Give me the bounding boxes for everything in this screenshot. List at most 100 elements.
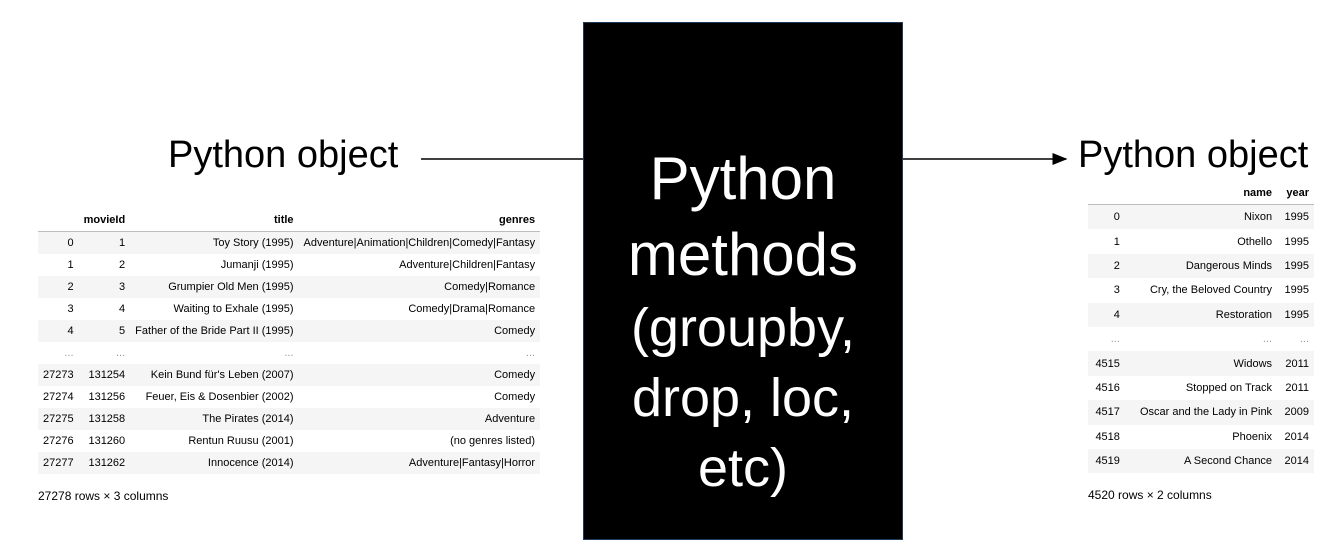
row-index: 3 [67, 303, 74, 315]
cell: Restoration [1215, 308, 1273, 321]
column-header-movieid: movieId [78, 209, 131, 232]
cell: Innocence (2014) [207, 457, 294, 469]
cell: (no genres listed) [450, 435, 536, 447]
row-index: 4 [67, 325, 74, 337]
row-index: 27275 [43, 413, 74, 425]
cell: 4 [119, 303, 126, 315]
table-header-row: movieId title genres [38, 209, 541, 232]
cell: Adventure|Children|Fantasy [399, 259, 536, 271]
row-index: 1 [1113, 235, 1120, 248]
cell: ... [1262, 333, 1273, 346]
cell: 2014 [1284, 455, 1309, 468]
cell: Stopped on Track [1185, 381, 1273, 394]
cell: Grumpier Old Men (1995) [168, 281, 294, 293]
cell: Comedy [494, 391, 536, 403]
right-python-object-label: Python object [1078, 134, 1309, 176]
left-python-object-label: Python object [168, 134, 399, 176]
cell: ... [525, 347, 536, 359]
column-header-genres: genres [298, 209, 541, 232]
table-row: 4516 Stopped on Track 2011 [1088, 376, 1314, 400]
cell: Oscar and the Lady in Pink [1139, 406, 1273, 419]
cell: 2009 [1284, 406, 1309, 419]
cell: Cry, the Beloved Country [1149, 284, 1273, 297]
index-header [1088, 181, 1125, 205]
cell: Waiting to Exhale (1995) [173, 303, 294, 315]
center-line-3: (groupby, [630, 298, 856, 358]
row-index: ... [64, 347, 74, 359]
column-header-year: year [1277, 181, 1314, 205]
table-row: 0 Nixon 1995 [1088, 204, 1314, 230]
row-index: 27274 [43, 391, 74, 403]
table-row: 27274 131256 Feuer, Eis & Dosenbier (2002)… [38, 386, 540, 408]
cell: 1 [119, 237, 126, 249]
cell: Nixon [1243, 211, 1273, 224]
cell: 3 [119, 281, 126, 293]
cell: Comedy [494, 369, 536, 381]
cell: Rentun Ruusu (2001) [188, 435, 294, 447]
row-index: 27273 [43, 369, 74, 381]
table-row: 1 2 Jumanji (1995) Adventure|Children|Fanta… [38, 254, 540, 276]
table-row: 2 Dangerous Minds 1995 [1088, 253, 1314, 279]
row-index: 4515 [1095, 357, 1120, 370]
left-dataframe-table: movieId title genres 0 1 Toy Story (1995) A… [38, 209, 541, 474]
cell: Dangerous Minds [1185, 259, 1273, 272]
row-index: 0 [1113, 211, 1120, 224]
table-row: 4 5 Father of the Bride Part II (1995) Come… [38, 320, 541, 342]
cell: Adventure [484, 413, 536, 425]
center-line-5: etc) [697, 438, 789, 498]
cell: Othello [1237, 235, 1273, 248]
table-row-ellipsis: ............ [38, 342, 541, 364]
cell: Feuer, Eis & Dosenbier (2002) [145, 391, 294, 403]
row-index: 4 [1113, 308, 1120, 321]
cell: Father of the Bride Part II (1995) [135, 325, 294, 337]
cell: 131254 [88, 369, 126, 381]
python-methods-box: Python methods (groupby, drop, loc, etc) [583, 22, 903, 540]
cell: Adventure|Fantasy|Horror [408, 457, 536, 469]
cell: 2014 [1284, 430, 1309, 443]
cell: Comedy [494, 325, 536, 337]
row-index: 2 [1113, 259, 1120, 272]
row-index: 4517 [1095, 406, 1120, 419]
cell: 1995 [1284, 259, 1309, 272]
table-row-ellipsis: ......... [1088, 326, 1314, 352]
table-row: 2 3 Grumpier Old Men (1995) Comedy|Romance [38, 276, 541, 298]
cell: 1995 [1284, 284, 1309, 297]
table-row: 4517 Oscar and the Lady in Pink 2009 [1088, 400, 1314, 425]
row-index: 4516 [1095, 381, 1120, 394]
center-line-2: methods [627, 221, 859, 288]
cell: 2 [119, 259, 126, 271]
cell: Jumanji (1995) [220, 259, 294, 271]
center-line-4: drop, loc, [631, 368, 855, 428]
row-index: 0 [67, 237, 74, 249]
table-row: 27276 131260 Rentun Ruusu (2001) (no genres… [38, 430, 540, 452]
row-index: 1 [67, 259, 74, 271]
cell: 5 [119, 325, 126, 337]
cell: 131256 [88, 391, 126, 403]
row-index: 2 [67, 281, 74, 293]
row-index: ... [1110, 333, 1120, 346]
row-index: 27276 [43, 435, 74, 447]
cell: Phoenix [1232, 430, 1273, 443]
left-table-summary: 27278 rows × 3 columns [38, 489, 169, 503]
cell: ... [1299, 333, 1309, 346]
table-header-row: name year [1088, 181, 1314, 205]
cell: 131260 [88, 435, 126, 447]
right-dataframe-table: name year 0 Nixon 1995 1 Othello 1995 2 Dange… [1088, 181, 1314, 474]
cell: 1995 [1284, 211, 1309, 224]
cell: Toy Story (1995) [212, 237, 294, 249]
cell: 2011 [1285, 381, 1309, 394]
cell: Comedy|Romance [444, 281, 536, 293]
column-header-name: name [1124, 181, 1278, 205]
cell: The Pirates (2014) [202, 413, 294, 425]
cell: 131262 [88, 457, 126, 469]
